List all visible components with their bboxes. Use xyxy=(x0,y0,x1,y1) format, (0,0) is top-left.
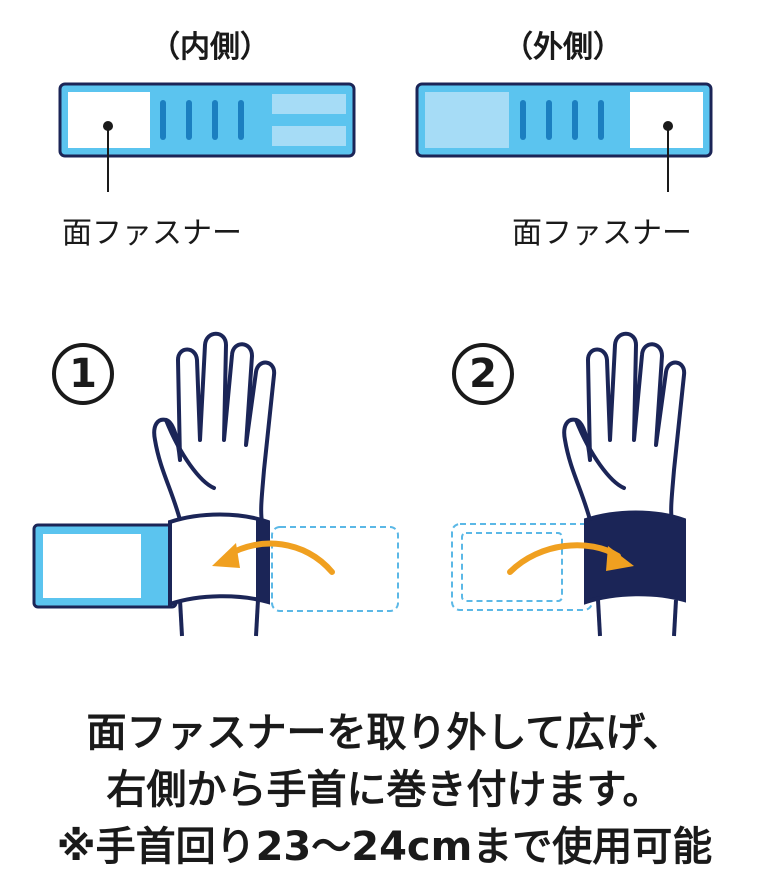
inner-band xyxy=(58,82,356,158)
outer-fastener-label: 面ファスナー xyxy=(512,216,692,251)
outer-band xyxy=(415,82,713,158)
inner-fastener-label: 面ファスナー xyxy=(62,216,242,251)
instruction-line-1: 面ファスナーを取り外して広げ、 xyxy=(86,710,683,756)
step-1-badge: 1 xyxy=(52,343,114,405)
step-2-badge: 2 xyxy=(452,343,514,405)
instruction-line-3: ※手首回り23～24cmまで使用可能 xyxy=(56,824,713,870)
outer-fastener-pointer xyxy=(663,121,673,192)
inner-fastener-pointer xyxy=(103,121,113,192)
hand-icon xyxy=(562,331,687,524)
instruction-line-2: 右側から手首に巻き付けます。 xyxy=(106,767,663,813)
outer-side-title: （外側） xyxy=(503,30,623,65)
hand-icon xyxy=(152,331,277,524)
inner-side-title: （内側） xyxy=(150,30,270,65)
orange-arrow-left-icon xyxy=(225,540,335,575)
step1-illustration xyxy=(32,331,399,637)
step2-illustration xyxy=(451,331,687,637)
